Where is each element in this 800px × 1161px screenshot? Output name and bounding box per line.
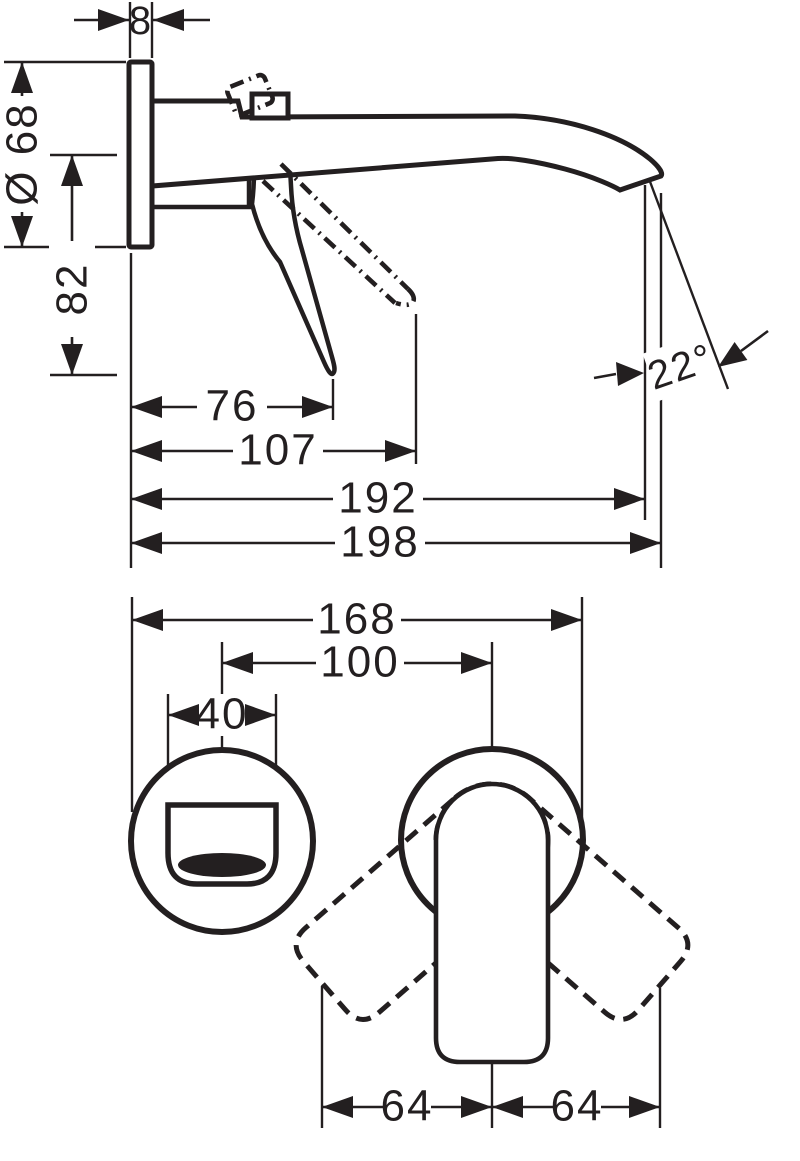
dim-8-mask	[131, 3, 151, 39]
spout-outline	[149, 98, 665, 193]
dim-76-mask	[197, 385, 267, 428]
open-handle-upper-edge	[279, 162, 410, 291]
dim-22-mask	[642, 332, 720, 402]
dim-82-mask	[49, 241, 95, 337]
wall-plate	[126, 59, 155, 250]
handle-mount-block	[249, 91, 291, 121]
open-mount-block-dashdot	[225, 72, 275, 118]
side-view	[126, 59, 665, 377]
dim-d68-label: Ø 68	[0, 102, 47, 205]
dim-198-mask	[335, 521, 425, 564]
dim-100-label: 100	[320, 638, 399, 687]
angle-arrow-left-tail	[593, 372, 617, 380]
dim-107-label: 107	[238, 426, 317, 475]
side-view-dimensions: 8 Ø 68 82 76 107 192 198 22°	[0, 0, 769, 567]
dim-64-left-mask	[383, 1086, 431, 1128]
dim-76-label: 76	[206, 382, 259, 431]
angle-arrow-left	[616, 362, 644, 386]
dim-8-label: 8	[129, 0, 153, 43]
spray-angle-callout	[593, 178, 769, 402]
aerator-outlet	[178, 853, 266, 877]
open-handle-lower-edge	[261, 179, 397, 305]
dim-168-label: 168	[317, 595, 396, 644]
dim-82-label: 82	[48, 263, 97, 316]
handle-lever-side	[249, 165, 337, 377]
dim-100-mask	[316, 642, 404, 684]
dim-192-mask	[333, 477, 423, 520]
front-view: 168 100 40 64 64	[128, 595, 691, 1131]
angle-arrow-right	[718, 342, 748, 367]
dim-64-right-label: 64	[551, 1082, 604, 1131]
open-handle-tip-cap	[395, 287, 417, 308]
spray-direction-line	[647, 178, 730, 390]
dim-64-right-mask	[553, 1086, 601, 1128]
handle-open-position-dashdot	[225, 72, 417, 308]
extension-lines	[4, 2, 663, 568]
dim-198-label: 198	[340, 518, 419, 567]
dim-40-mask	[199, 694, 245, 736]
angle-arrow-right-tail	[740, 329, 769, 353]
handle-lever-front	[433, 781, 551, 1065]
dim-40-label: 40	[196, 690, 249, 739]
dim-192-label: 192	[338, 474, 417, 523]
dim-64-left-label: 64	[381, 1082, 434, 1131]
dim-107-mask	[233, 429, 323, 472]
dim-d68-mask	[0, 96, 45, 212]
dim-22-label: 22°	[642, 335, 719, 398]
dim-168-mask	[313, 599, 401, 641]
